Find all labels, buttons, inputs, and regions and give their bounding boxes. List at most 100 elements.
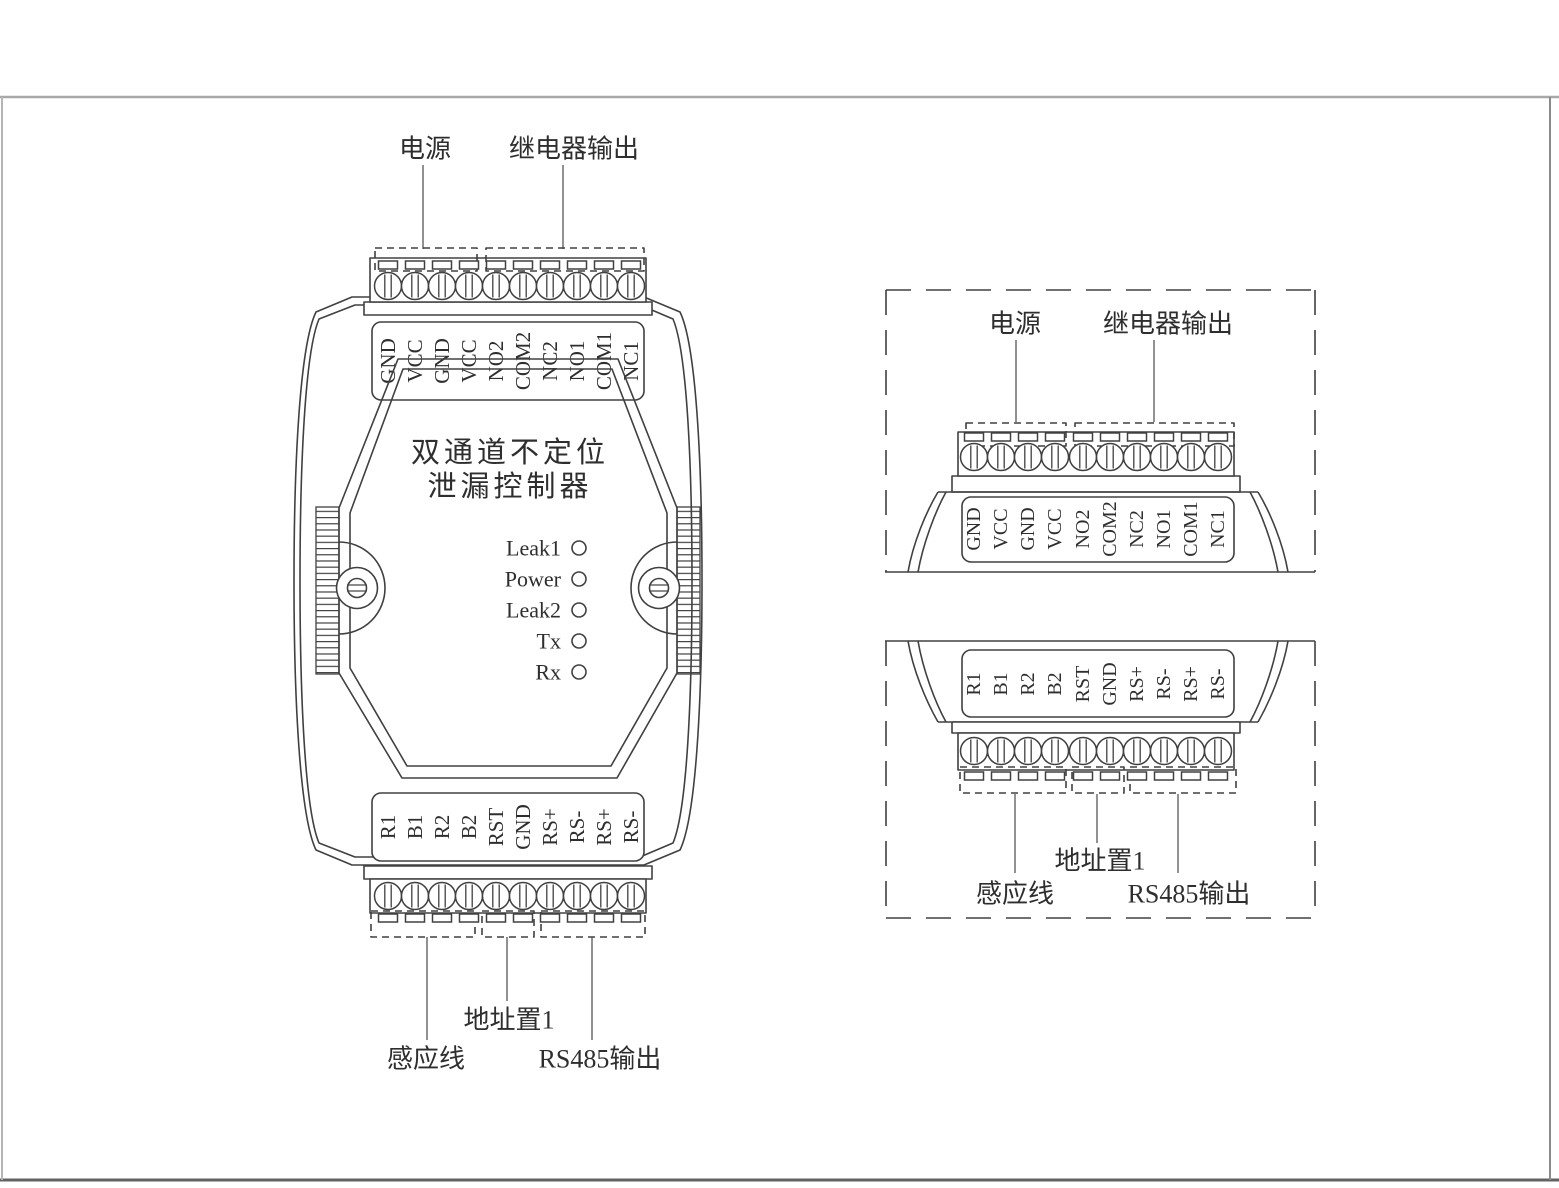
terminal-label: RS- xyxy=(565,811,589,844)
section-frame xyxy=(885,641,1316,919)
terminal-label: VCC xyxy=(990,508,1012,549)
wire-slot xyxy=(458,260,480,270)
led-label: Tx xyxy=(537,629,561,654)
wire-slot xyxy=(963,432,985,442)
terminal-label: VCC xyxy=(1044,508,1066,549)
screw xyxy=(1040,442,1070,472)
terminal-label: R1 xyxy=(963,672,985,695)
terminal-label: GND xyxy=(963,507,985,550)
top-terminal-connector xyxy=(363,247,653,316)
rs485-callout-label: RS485输出 xyxy=(539,1045,662,1074)
screw xyxy=(589,881,619,911)
bottom-terminal-plate: R1 B1 R2 B2 RST GND RS+ RS- RS+ RS- xyxy=(371,792,645,862)
module-side-view-top: 电源 继电器输出 GND VCC GND VCC NO2 xyxy=(885,289,1316,573)
screw xyxy=(1176,442,1206,472)
terminal-label: B2 xyxy=(457,815,481,840)
screw xyxy=(427,271,457,301)
address-wire-group-box xyxy=(1071,766,1125,794)
screw xyxy=(986,442,1016,472)
terminal-label: RS+ xyxy=(1180,666,1202,702)
terminal-label: NC1 xyxy=(619,341,643,381)
rs485-wire-group-box xyxy=(1129,766,1237,794)
device-title-line2: 泄漏控制器 xyxy=(427,470,592,503)
octagon-outer xyxy=(338,358,678,779)
screw xyxy=(589,271,619,301)
top-callouts: 电源 继电器输出 xyxy=(399,135,639,249)
terminal-label: GND xyxy=(1099,662,1121,705)
terminal-label: COM2 xyxy=(1099,501,1121,557)
led-leak2-icon xyxy=(571,602,587,618)
screw xyxy=(535,881,565,911)
wire-slot xyxy=(593,260,615,270)
right-grip-ridges xyxy=(676,506,701,675)
wire-slot xyxy=(963,771,985,781)
wire-slot xyxy=(566,260,588,270)
wire-slot xyxy=(1044,432,1066,442)
terminal-label: NC2 xyxy=(538,341,562,381)
body-side-inner xyxy=(1249,491,1279,573)
screw xyxy=(562,881,592,911)
screw xyxy=(400,271,430,301)
screw xyxy=(400,881,430,911)
wire-slot xyxy=(1180,432,1202,442)
terminal-label: R2 xyxy=(430,815,454,840)
bottom-callouts: 地址置1 感应线 RS485输出 xyxy=(387,937,661,1074)
sense-wire-group-box xyxy=(959,766,1067,794)
terminal-plate: GND VCC GND VCC NO2 COM2 NC2 NO1 COM1 NC… xyxy=(961,496,1235,563)
rs485-callout-label: RS485输出 xyxy=(1128,880,1251,909)
wire-slot xyxy=(404,913,426,923)
wire-slot xyxy=(539,260,561,270)
face-panel: 双通道不定位 泄漏控制器 Leak1 Power Leak2 Tx Rx xyxy=(338,358,678,779)
wire-slot xyxy=(377,260,399,270)
terminal-label: NO2 xyxy=(484,341,508,382)
led-power-icon xyxy=(571,571,587,587)
led-label: Power xyxy=(505,567,562,592)
boss-screw-icon xyxy=(346,577,368,599)
sense-callout-label: 感应线 xyxy=(976,880,1054,909)
wire-slot xyxy=(1017,432,1039,442)
screw xyxy=(616,271,646,301)
wire-slot xyxy=(377,913,399,923)
left-grip-ridges xyxy=(315,506,340,675)
screw xyxy=(427,881,457,911)
section-frame xyxy=(885,289,1316,572)
wire-slot xyxy=(1072,771,1094,781)
right-screw-boss xyxy=(630,541,681,635)
wire-slot xyxy=(431,260,453,270)
wire-slot xyxy=(1207,771,1229,781)
terminal-label: GND xyxy=(511,804,535,850)
terminal-label: VCC xyxy=(457,339,481,382)
led-label: Leak1 xyxy=(506,536,561,561)
screw xyxy=(508,881,538,911)
wire-slot xyxy=(1099,432,1121,442)
terminal-label: NO1 xyxy=(565,341,589,382)
boss-arc xyxy=(630,541,678,635)
wire-slot xyxy=(1153,432,1175,442)
screw xyxy=(1203,442,1233,472)
wire-slot xyxy=(1099,771,1121,781)
screw xyxy=(1013,736,1043,766)
wire-slot-row xyxy=(963,771,1229,781)
terminal-label: NC1 xyxy=(1207,510,1229,548)
terminal-label: RS+ xyxy=(592,808,616,846)
relay-callout-label: 继电器输出 xyxy=(1103,310,1233,339)
screw xyxy=(1176,736,1206,766)
body-side-inner xyxy=(1249,640,1279,723)
power-wire-group-box xyxy=(374,247,478,272)
terminal-plate: R1 B1 R2 B2 RST GND RS+ RS- RS+ RS- xyxy=(961,649,1235,718)
module-top-view: 电源 继电器输出 GND VCC xyxy=(293,135,703,1074)
label-plate xyxy=(961,649,1235,718)
terminal-label: R2 xyxy=(1017,672,1039,695)
bottom-terminal-connector xyxy=(363,865,653,938)
terminal-label: RS- xyxy=(1207,668,1229,699)
screw xyxy=(1068,442,1098,472)
boss-arc xyxy=(338,541,386,635)
wire-slot-row xyxy=(377,913,642,923)
wire-slot xyxy=(1180,771,1202,781)
screw xyxy=(959,736,989,766)
screw xyxy=(454,881,484,911)
wire-slot xyxy=(431,913,453,923)
wire-slot xyxy=(1072,432,1094,442)
wire-slot xyxy=(1207,432,1229,442)
